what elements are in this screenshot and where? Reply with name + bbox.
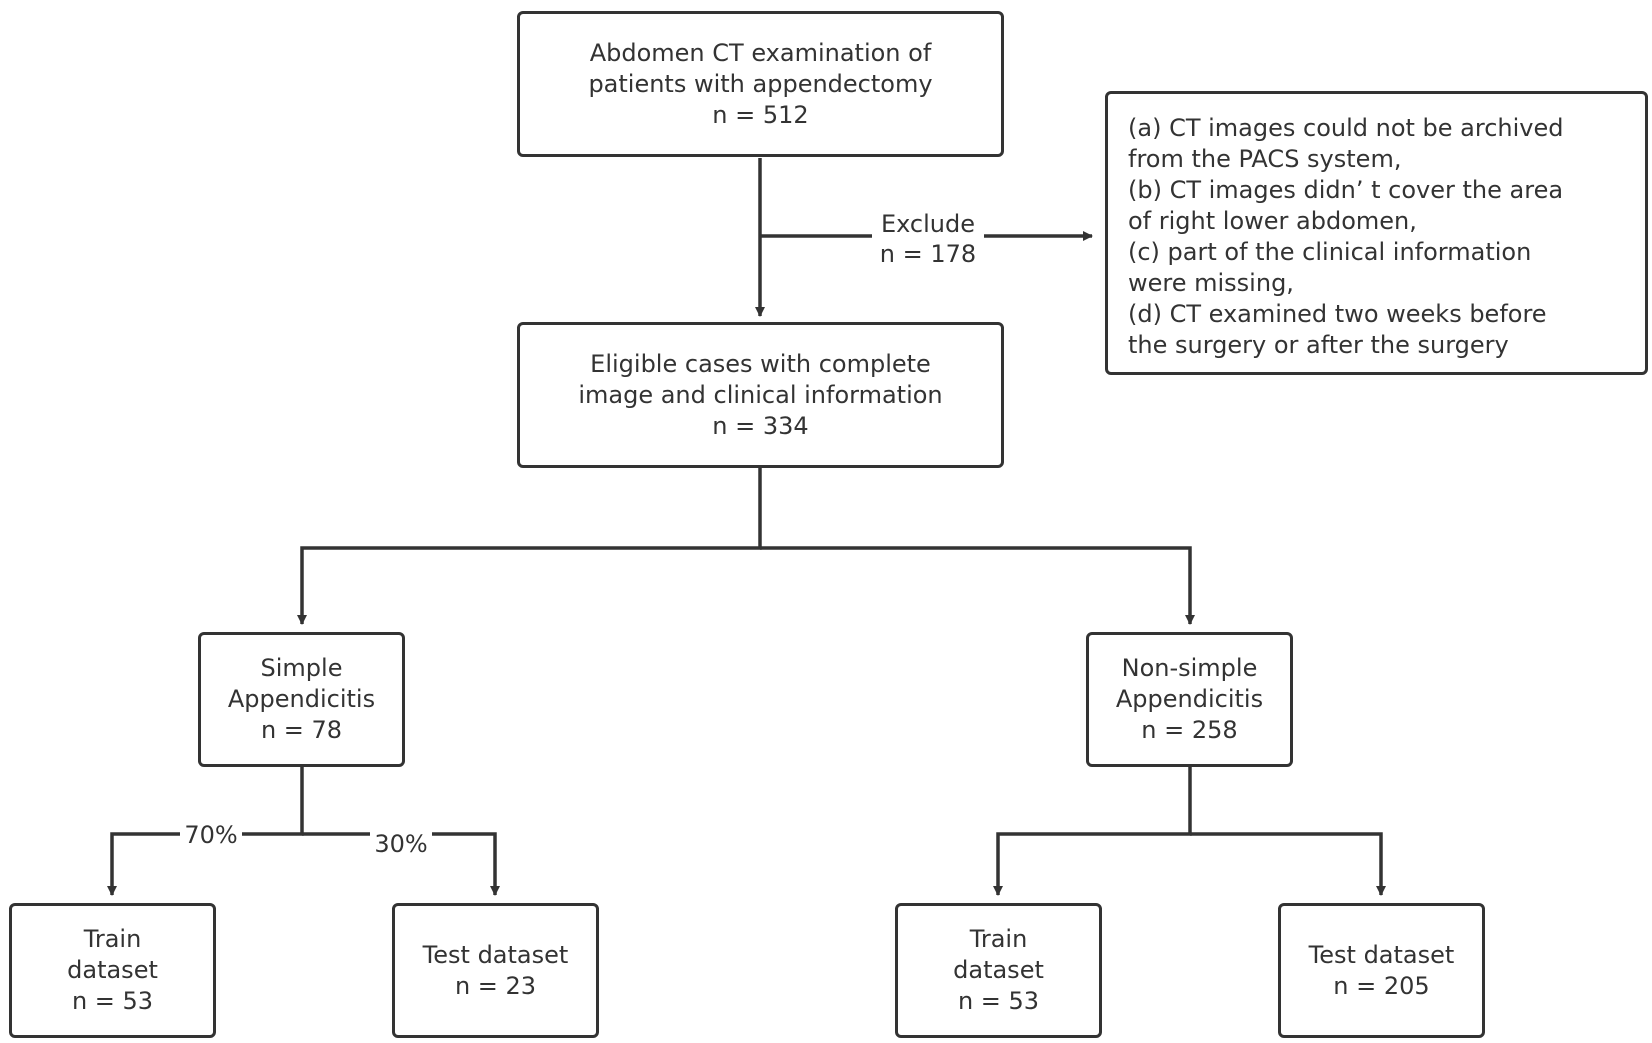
node-line: n = 512 [712,100,809,129]
train-split-label: 70% [180,820,242,850]
node-line: patients with appendectomy [588,69,933,98]
exclude-count: n = 178 [879,240,977,268]
node-line: Non-simple [1121,654,1258,682]
node-line: image and clinical information [578,380,943,409]
arrow-eligible-to-nonsimple [760,546,1195,625]
node-nonsimple-test-dataset: Test dataset n = 205 [1278,903,1485,1038]
node-line: n = 53 [957,987,1040,1015]
node-line: n = 205 [1333,971,1430,1000]
node-line: n = 334 [712,411,809,440]
node-line: Appendicitis [1115,685,1264,713]
train-split-text: 70% [184,821,238,849]
node-line: Eligible cases with complete [590,349,931,378]
node-line: Appendicitis [227,685,376,713]
node-eligible-cases: Eligible cases with complete image and c… [517,322,1004,468]
test-split-text: 30% [374,830,428,858]
exclude-label: Exclude n = 178 [872,209,984,269]
reason-line: (b) CT images didn’ t cover the area [1128,176,1564,204]
node-line: n = 53 [71,987,154,1015]
reason-line: (d) CT examined two weeks before [1128,300,1547,328]
node-line: Test dataset [422,940,569,969]
reason-line: were missing, [1128,269,1294,297]
node-line: Train [969,925,1028,953]
node-simple-train-dataset: Train dataset n = 53 [9,903,216,1038]
test-split-label: 30% [370,829,432,859]
node-ct-examination: Abdomen CT examination of patients with … [517,11,1004,157]
exclude-text: Exclude [880,210,976,238]
node-line: dataset [953,956,1044,984]
node-line: Abdomen CT examination of [589,38,932,67]
reason-line: from the PACS system, [1128,145,1402,173]
arrow-eligible-to-simple [297,468,762,625]
arrow-simple-to-test [302,832,500,896]
node-line: Test dataset [1308,940,1455,969]
reason-line: (a) CT images could not be archived [1128,114,1564,142]
reason-line: of right lower abdomen, [1128,207,1417,235]
arrow-nonsimple-to-train [993,766,1192,896]
arrow-nonsimple-to-test [1190,832,1386,896]
node-simple-test-dataset: Test dataset n = 23 [392,903,599,1038]
node-line: n = 258 [1141,716,1238,744]
node-line: n = 23 [454,971,537,1000]
exclusion-reasons-box: (a) CT images could not be archived from… [1105,91,1648,375]
node-line: Simple [260,654,343,682]
reason-line: (c) part of the clinical information [1128,238,1532,266]
node-line: n = 78 [260,716,343,744]
node-nonsimple-appendicitis: Non-simple Appendicitis n = 258 [1086,632,1293,767]
reason-line: the surgery or after the surgery [1128,331,1509,359]
node-line: Train [83,925,142,953]
node-nonsimple-train-dataset: Train dataset n = 53 [895,903,1102,1038]
node-simple-appendicitis: Simple Appendicitis n = 78 [198,632,405,767]
node-line: dataset [67,956,158,984]
